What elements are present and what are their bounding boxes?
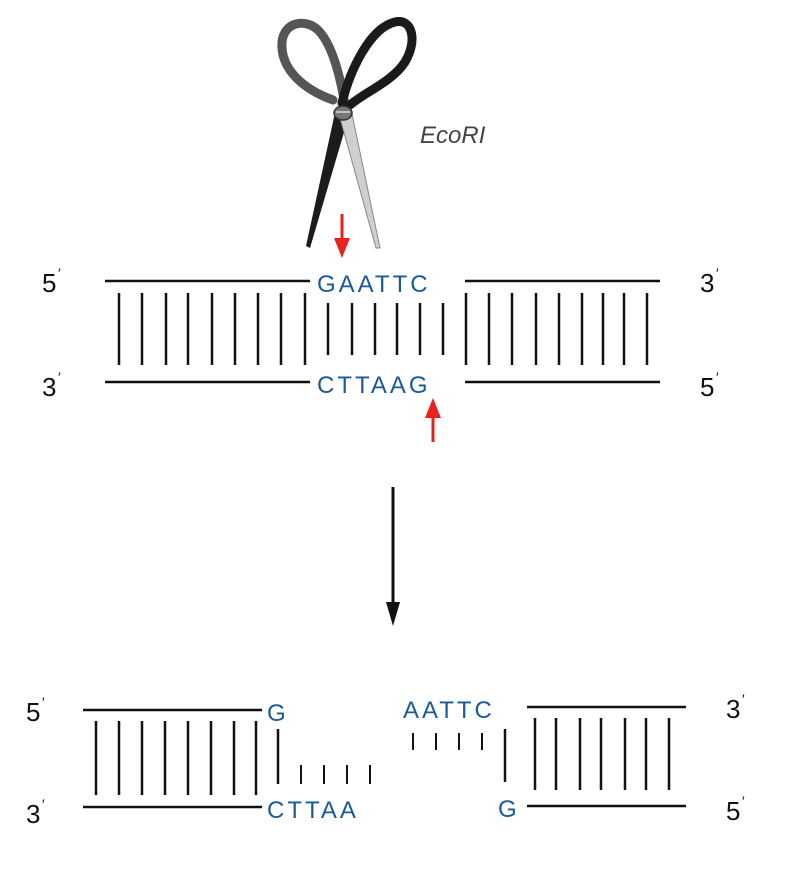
recognition-sequence-bottom: CTTAAG [317,372,431,399]
end-label-top-right: 3 [700,268,714,298]
base-pair-bonds [117,293,649,365]
sticky-end-top: AATTC [403,697,495,724]
arrow-down-icon [386,487,400,626]
end-label-top-left: 5 [26,697,40,727]
prime-mark: ′ [58,369,61,385]
prime-mark: ′ [742,793,745,809]
end-label-bottom-right: 5 [700,372,714,402]
sticky-end-top: G [267,700,289,727]
prime-mark: ′ [716,369,719,385]
top-cut-arrow-icon [334,214,350,258]
scissors-icon [277,17,417,249]
prime-mark: ′ [42,694,45,710]
bottom-cut-arrow-icon [425,398,441,442]
end-label-bottom-left: 3 [42,372,56,402]
end-label-bottom-left: 3 [26,799,40,829]
enzyme-label: EcoRI [420,122,486,149]
end-label-bottom-right: 5 [726,796,740,826]
intact-dna: 5 ′ 3 ′ 3 ′ 5 ′ GAATTC CTTAAG [42,265,719,402]
sticky-end-bottom: G [498,796,520,823]
prime-mark: ′ [42,796,45,812]
end-label-top-left: 5 [42,268,56,298]
recognition-sequence-top: GAATTC [317,271,431,298]
left-fragment: 5 ′ 3 ′ G CTTAA [26,694,371,829]
base-pair-bonds [412,718,671,790]
prime-mark: ′ [742,691,745,707]
end-label-top-right: 3 [726,694,740,724]
sticky-end-bottom: CTTAA [267,797,359,824]
base-pair-bonds [94,721,371,795]
right-fragment: 3 ′ 5 ′ AATTC G [403,691,745,826]
prime-mark: ′ [716,265,719,281]
prime-mark: ′ [58,265,61,281]
